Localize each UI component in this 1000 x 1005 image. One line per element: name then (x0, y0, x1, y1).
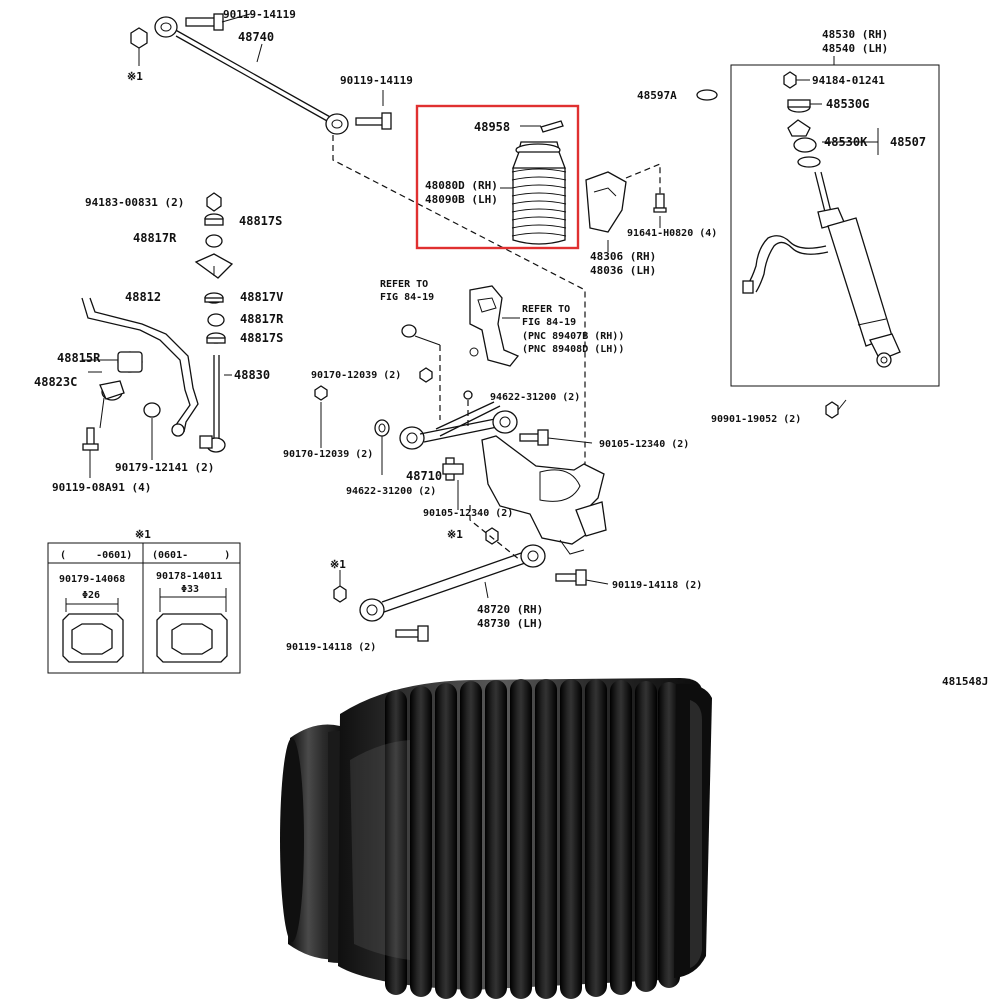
note-col2-dim: Φ33 (181, 584, 199, 595)
label-48823c: 48823C (34, 375, 77, 389)
stabilizer-parts (81, 192, 234, 478)
note-col1-dim: Φ26 (82, 590, 100, 601)
label-48740: 48740 (238, 30, 274, 44)
label-fig-1: FIG 84-19 (380, 292, 434, 303)
reference-note-table (47, 542, 241, 674)
label-48036-lh: 48036 (LH) (590, 264, 656, 277)
product-photo-air-spring-boot (280, 678, 712, 999)
label-48815r: 48815R (57, 351, 101, 365)
label-90170-a: 90170-12039 (2) (311, 370, 401, 381)
label-refer-to-1: REFER TO (380, 279, 428, 290)
label-48306-rh: 48306 (RH) (590, 250, 656, 263)
label-ref1-mid: ※1 (447, 528, 463, 541)
label-48817r-a: 48817R (133, 231, 177, 245)
note-col1-part: 90179-14068 (59, 574, 125, 585)
mini-bellows-ribs (511, 163, 567, 245)
label-94622-b: 94622-31200 (2) (346, 486, 436, 497)
label-48730-lh: 48730 (LH) (477, 617, 543, 630)
label-pnc-rh: (PNC 89407B (RH)) (522, 331, 624, 342)
label-ref1-low: ※1 (330, 558, 346, 571)
note-col1-header: ( -0601) (60, 550, 132, 561)
label-fig-2: FIG 84-19 (522, 317, 576, 328)
label-90119-08a91: 90119-08A91 (4) (52, 481, 151, 494)
label-90119-14118-left: 90119-14118 (2) (286, 642, 376, 653)
label-48090b-lh: 48090B (LH) (425, 193, 498, 206)
highlight-air-spring-group (415, 104, 667, 252)
label-pnc-lh: (PNC 89408D (LH)) (522, 344, 624, 355)
label-48530k: 48530K (824, 135, 868, 149)
label-90105-a: 90105-12340 (2) (599, 439, 689, 450)
upper-control-arm-48740 (130, 13, 586, 470)
label-48817s-b: 48817S (240, 331, 283, 345)
part-labels: 90119-14119 48740 ※1 90119-14119 94183-0… (34, 8, 988, 688)
label-48530g: 48530G (826, 97, 869, 111)
label-48080d-rh: 48080D (RH) (425, 179, 498, 192)
label-90119-14119-top: 90119-14119 (223, 8, 296, 21)
label-90119-14119-right: 90119-14119 (340, 74, 413, 87)
label-90105-b: 90105-12340 (2) (423, 508, 513, 519)
shock-box (730, 64, 940, 387)
diagram-code: 481548J (942, 675, 988, 688)
note-col2-header: (0601- ) (152, 550, 230, 561)
label-refer-to-2: REFER TO (522, 304, 570, 315)
highlight-box (415, 104, 580, 250)
label-90179-12141: 90179-12141 (2) (115, 461, 214, 474)
label-48812: 48812 (125, 290, 161, 304)
label-90901: 90901-19052 (2) (711, 414, 801, 425)
label-48817r-b: 48817R (240, 312, 284, 326)
label-48720-rh: 48720 (RH) (477, 603, 543, 616)
label-48710: 48710 (406, 469, 442, 483)
label-48507: 48507 (890, 135, 926, 149)
label-48597a: 48597A (637, 89, 677, 102)
note-col2-part: 90178-14011 (156, 571, 222, 582)
shock-absorber-group (696, 56, 940, 419)
label-48958: 48958 (474, 120, 510, 134)
label-94183: 94183-00831 (2) (85, 196, 184, 209)
note-marker: ※1 (135, 528, 151, 541)
label-ref1-top: ※1 (127, 70, 143, 83)
label-48830: 48830 (234, 368, 270, 382)
center-suspension-parts (314, 285, 609, 642)
label-48540-lh: 48540 (LH) (822, 42, 888, 55)
label-94184: 94184-01241 (812, 74, 885, 87)
label-91641: 91641-H0820 (4) (627, 228, 717, 239)
bellows-ribs (385, 679, 680, 999)
label-48817v: 48817V (240, 290, 283, 304)
label-94622-a: 94622-31200 (2) (490, 392, 580, 403)
label-48530-rh: 48530 (RH) (822, 28, 888, 41)
label-48817s-a: 48817S (239, 214, 282, 228)
label-90170-b: 90170-12039 (2) (283, 449, 373, 460)
label-90119-14118-right: 90119-14118 (2) (612, 580, 702, 591)
